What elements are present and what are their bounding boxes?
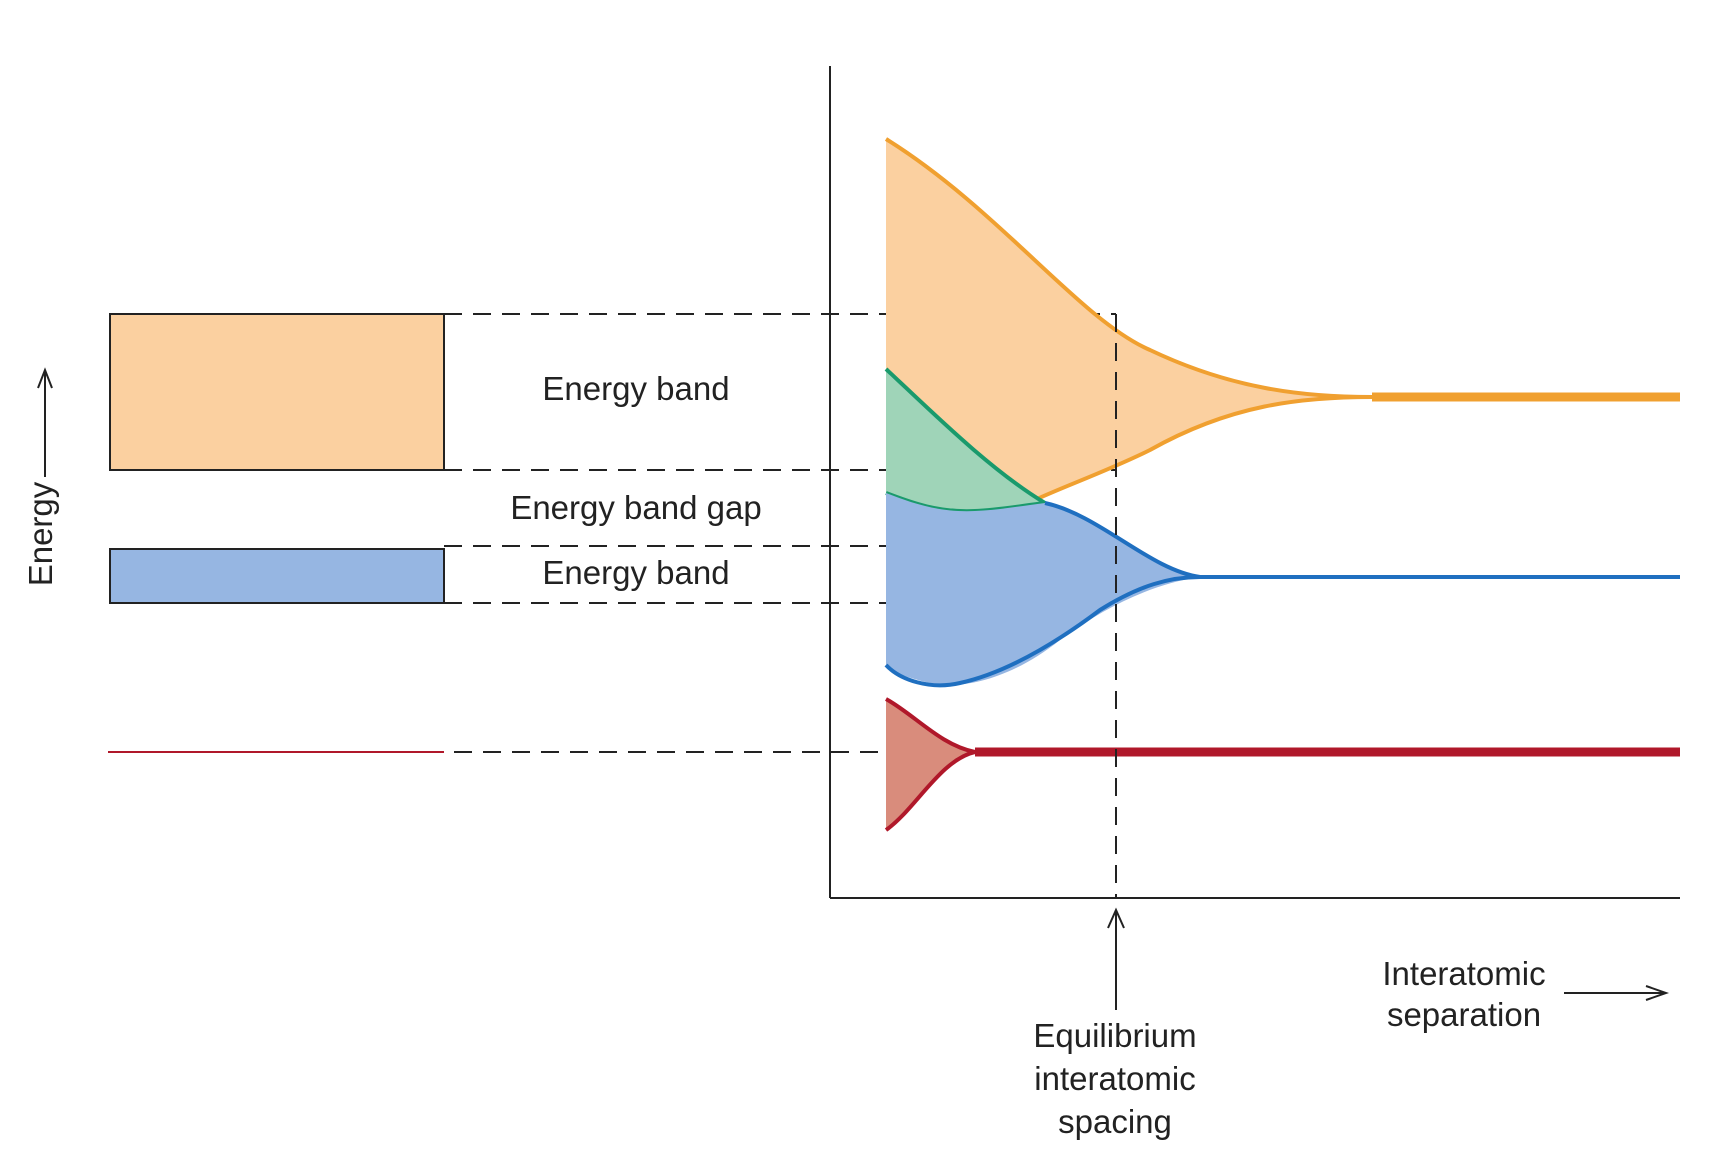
band-gap-label: Energy band gap <box>510 489 761 526</box>
blue-band-upper-boundary <box>1044 501 1201 579</box>
lower-energy-band-box <box>109 548 445 604</box>
upper-energy-band-box <box>109 313 445 471</box>
green-band-upper-boundary <box>884 367 1047 505</box>
separation-label-line1: Interatomic <box>1382 955 1545 992</box>
separation-label-line2: separation <box>1387 996 1541 1033</box>
lower-band-label: Energy band <box>542 554 729 591</box>
separation-arrow-head <box>1645 985 1670 1001</box>
orange-band-lower-boundary <box>1034 395 1373 502</box>
orange-band-fill <box>886 139 1372 500</box>
energy-arrow-head <box>37 367 53 389</box>
orange-band-upper-boundary <box>884 137 1373 399</box>
blue-band-fill <box>886 493 1200 686</box>
red-band-upper-boundary <box>885 697 976 754</box>
equilibrium-label-line1: Equilibrium <box>1033 1017 1196 1054</box>
blue-band-lower-boundary <box>884 575 1201 688</box>
red-band-lower-boundary <box>884 750 976 832</box>
equilibrium-label-line3: spacing <box>1058 1103 1172 1140</box>
energy-axis-label: Energy <box>22 481 59 586</box>
equilibrium-arrow-head <box>1107 907 1125 929</box>
equilibrium-label-line2: interatomic <box>1034 1060 1195 1097</box>
red-band-fill <box>886 699 975 830</box>
upper-band-label: Energy band <box>542 370 729 407</box>
